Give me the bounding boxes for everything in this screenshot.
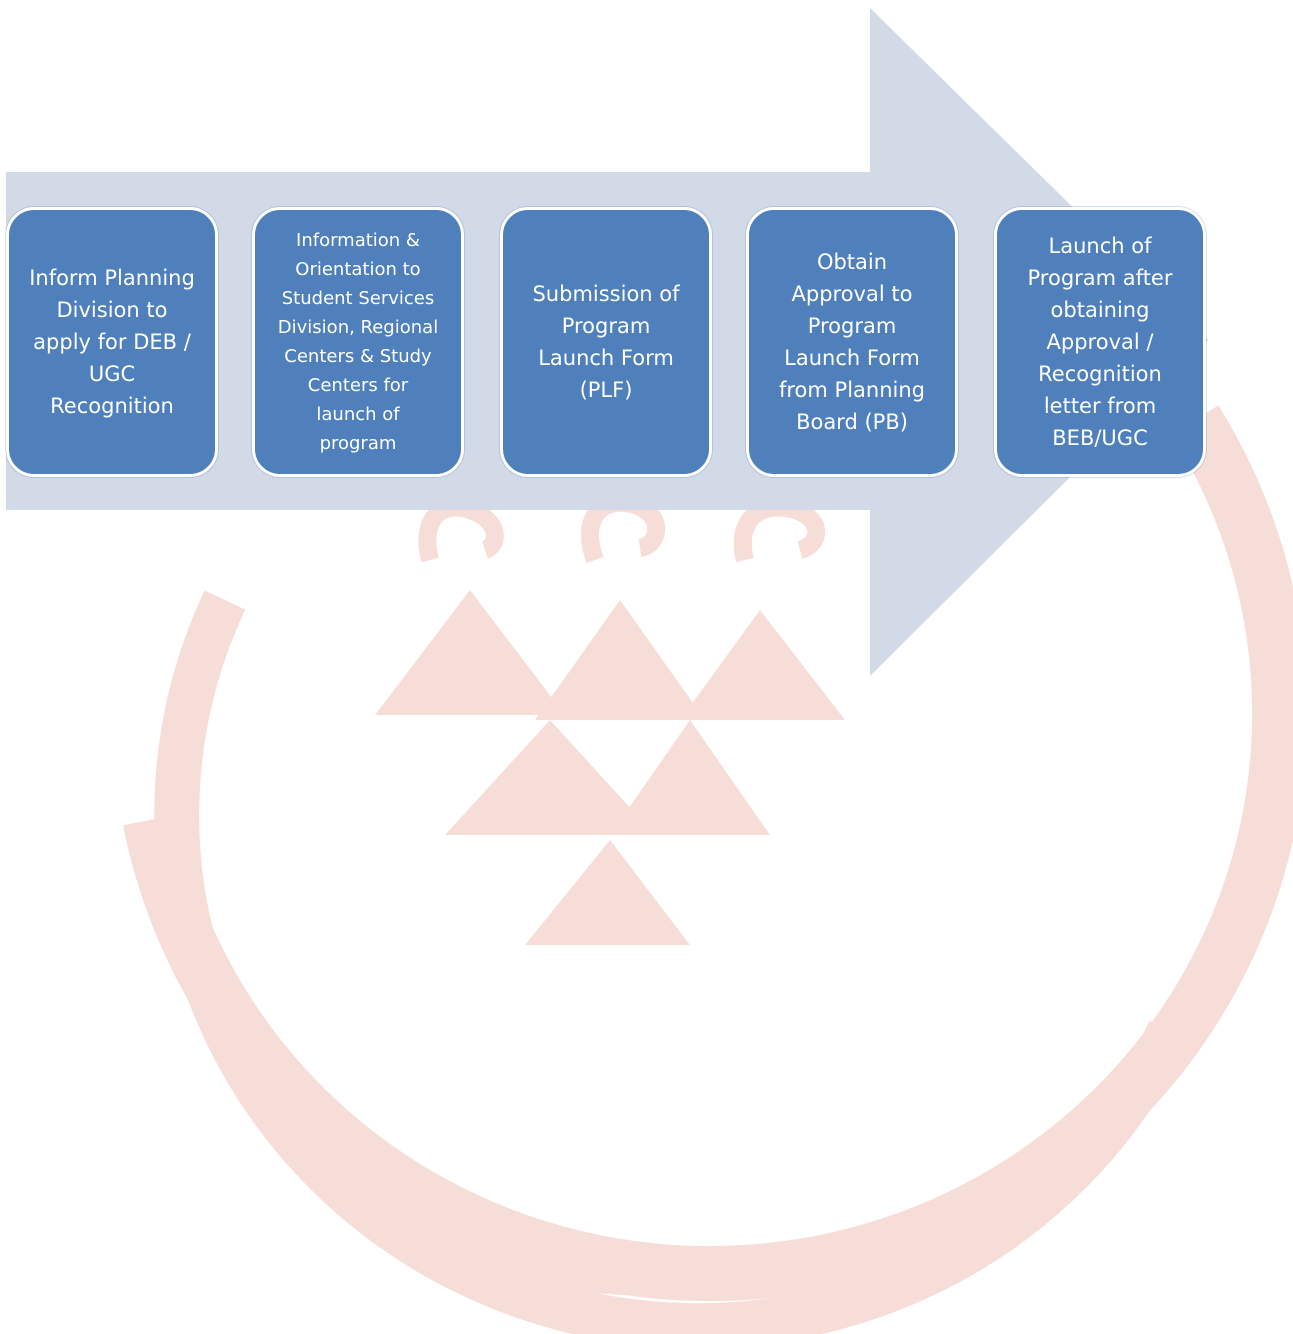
step-box-1: Inform Planning Division to apply for DE… [6, 207, 218, 477]
watermark-triangle-3 [680, 610, 845, 720]
step-text-1: Inform Planning Division to apply for DE… [29, 266, 195, 418]
watermark-triangle-1 [375, 590, 565, 715]
step-box-4: Obtain Approval to Program Launch Form f… [746, 207, 958, 477]
step-text-5: Launch of Program after obtaining Approv… [1027, 234, 1173, 450]
step-text-3: Submission of Program Launch Form (PLF) [532, 282, 680, 402]
watermark-ring-inner [404, 1206, 1018, 1297]
step-box-3: Submission of Program Launch Form (PLF) [500, 207, 712, 477]
watermark-triangle-4 [445, 720, 655, 835]
step-text-4: Obtain Approval to Program Launch Form f… [778, 250, 925, 434]
step-box-5: Launch of Program after obtaining Approv… [994, 207, 1206, 477]
watermark-triangle-2 [535, 600, 705, 720]
watermark-triangle-5 [610, 720, 770, 835]
step-box-2: Information & Orientation to Student Ser… [252, 207, 464, 477]
step-text-2: Information & Orientation to Student Ser… [277, 230, 439, 454]
watermark-triangle-6 [525, 840, 690, 945]
